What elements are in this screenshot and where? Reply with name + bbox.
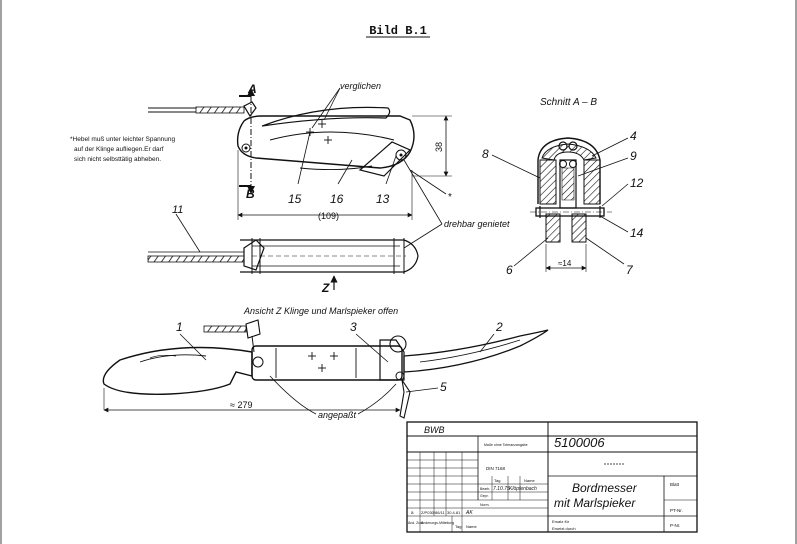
note-line-2: auf der Klinge aufliegen.Er darf (74, 146, 164, 153)
tb-rev-a: a (411, 510, 414, 515)
tb-rev-sign: AK (465, 510, 473, 516)
tb-p-nr: P-Nr. (670, 523, 680, 528)
callout-11: 11 (172, 204, 183, 216)
dim-14: ≈14 (558, 259, 572, 268)
label-verglichen: verglichen (340, 81, 381, 91)
tb-small-a: Maße ohne Toleranzangabe (484, 443, 528, 447)
note-line-1: *Hebel muß unter leichter Spannung (70, 136, 176, 143)
callout-12: 12 (630, 176, 644, 190)
knife-top-view: A B verglichen 15 16 13 * (148, 81, 452, 221)
tb-row-norm: Norm. (480, 503, 490, 507)
tb-col-name: Name (466, 524, 477, 529)
tb-col-tag: Tag (455, 524, 461, 529)
tb-col-mitt: Änderungs-Mitteilung (421, 521, 454, 525)
label-drehbar-genietet: drehbar genietet (444, 219, 510, 229)
tb-ersetzt-durch: Ersetzt durch (552, 526, 576, 531)
callout-3: 3 (350, 320, 357, 334)
callout-15: 15 (288, 192, 302, 206)
tb-col-aend: Änd. Zust. (408, 521, 424, 525)
tb-rev-date: 30.4.81 (447, 510, 461, 515)
section-mark-a: A (247, 82, 257, 96)
tb-name-line2: mit Marlspieker (554, 496, 636, 510)
tb-din: DIN 7168 (486, 466, 506, 471)
callout-1: 1 (176, 320, 183, 334)
tb-bearb-name: Klöpfenbach (509, 486, 537, 492)
callout-14: 14 (630, 226, 644, 240)
tb-number: 5100006 (554, 435, 605, 450)
note-line-3: sich nicht selbsttätig abheben. (74, 156, 161, 163)
tb-pt-nr: PT-Nr. (670, 508, 683, 513)
callout-4: 4 (630, 129, 637, 143)
callout-5: 5 (440, 380, 447, 394)
knife-open-view: Ansicht Z Klinge und Marlspieker offen 1 (102, 306, 549, 420)
section-mark-b: B (246, 187, 255, 201)
knife-side-view: 11 Z drehbar genietet (147, 159, 510, 295)
page-title: Bild B.1 (369, 24, 427, 38)
tb-row-gepr: Gepr. (480, 494, 489, 498)
tb-row-bearb: Bearb. (480, 487, 490, 491)
tb-blatt: Blatt (670, 482, 680, 487)
callout-8: 8 (482, 147, 489, 161)
open-rivet-crosses (308, 352, 338, 372)
title-block: BWB 5100006 Maße ohne Toleranzangabe DIN… (406, 421, 698, 533)
callout-13: 13 (376, 192, 390, 206)
tb-row-tag: Tag (494, 478, 500, 483)
tb-org: BWB (424, 425, 445, 435)
tb-row-name: Name (524, 478, 535, 483)
tb-ersatz-fuer: Ersatz für (552, 519, 570, 524)
section-view: Schnitt A – B ≈14 4 8 9 12 (482, 97, 644, 277)
callout-2: 2 (495, 320, 503, 334)
callout-16: 16 (330, 192, 344, 206)
note-block: *Hebel muß unter leichter Spannung auf d… (70, 136, 176, 163)
tb-rev-number: Z/P030/86/11 (421, 510, 445, 515)
callout-7: 7 (626, 263, 634, 277)
dim-279: ≈ 279 (230, 400, 252, 410)
callout-9: 9 (630, 149, 637, 163)
label-angepasst: angepaßt (318, 410, 357, 420)
asterisk-mark: * (448, 192, 452, 203)
tb-name-line1: Bordmesser (572, 481, 638, 495)
open-view-title: Ansicht Z Klinge und Marlspieker offen (243, 306, 398, 316)
view-mark-z: Z (321, 281, 330, 295)
dim-38: 38 (434, 142, 444, 152)
callout-6: 6 (506, 263, 513, 277)
tb-bearb-date: 7.10.75 (493, 486, 510, 492)
dim-109: (109) (318, 211, 339, 221)
section-title: Schnitt A – B (540, 97, 597, 108)
